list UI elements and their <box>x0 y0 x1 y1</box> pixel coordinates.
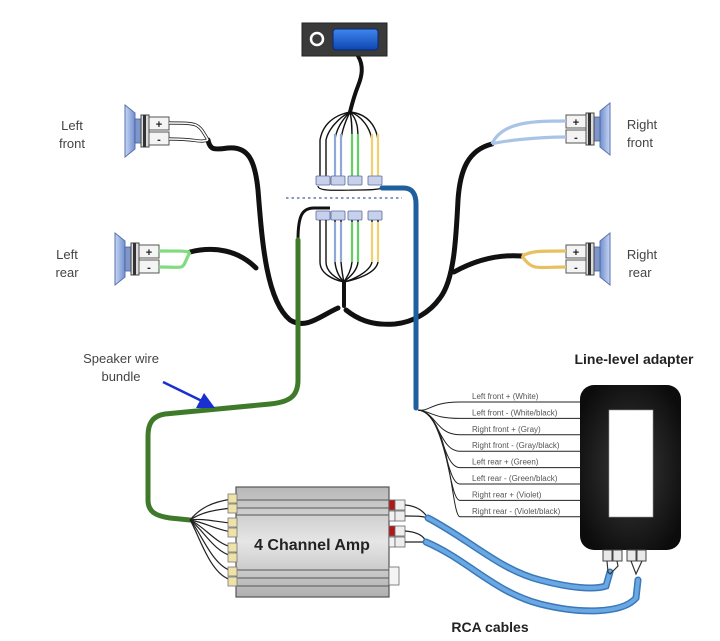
amp-speaker-bundle <box>145 237 301 523</box>
callout-arrowhead-icon <box>196 393 215 408</box>
right-front-label: Right <box>627 117 658 132</box>
switch-cable <box>348 54 364 114</box>
amp-label: 4 Channel Amp <box>254 537 370 554</box>
rca-cables <box>422 514 642 615</box>
line-level-adapter-label: Line-level adapter <box>574 351 694 367</box>
adapter-input-wires: Left front + (White) Left front - (White/… <box>417 392 582 518</box>
plus-icon: + <box>573 117 579 129</box>
speaker-lead-outline <box>490 119 567 146</box>
lower-harness <box>296 206 383 283</box>
left-rear-speaker: +- <box>114 231 192 287</box>
amp-rca-inputs <box>388 499 406 586</box>
plus-icon: + <box>156 119 162 131</box>
adapter-input-label: Left rear + (Green) <box>472 458 539 467</box>
speaker-cone-icon <box>599 101 611 157</box>
right-front-cable <box>343 141 495 327</box>
left-rear-cable <box>187 246 259 271</box>
left-front-speaker: +- <box>124 103 210 159</box>
right-rear-label: Right <box>627 247 658 262</box>
speaker-bundle-label-2: bundle <box>101 369 140 384</box>
right-front-label-2: front <box>627 135 653 150</box>
left-rear-wire-strand <box>350 134 360 176</box>
speaker-lead-wire <box>521 250 567 269</box>
rca-cables-label: RCA cables <box>451 619 529 635</box>
speaker-lead-wire <box>491 120 567 145</box>
right-rear-speaker: +- <box>520 231 611 287</box>
minus-icon: - <box>157 134 161 146</box>
left-rear-label: Left <box>56 247 78 262</box>
speakers: +-+-+-+- <box>114 101 611 287</box>
speaker-labels: Left front Left rear Right front Right r… <box>55 117 657 280</box>
speaker-lead-wire <box>158 250 191 269</box>
minus-icon: - <box>574 262 578 274</box>
line-level-adapter: Line-level adapter <box>574 351 694 576</box>
callout-arrow-icon <box>162 380 205 404</box>
right-front-speaker: +- <box>490 101 611 157</box>
remote-wire <box>379 185 419 411</box>
upper-harness <box>315 111 387 191</box>
adapter-input-wire <box>417 409 582 501</box>
left-rear-label-2: rear <box>55 265 79 280</box>
remote-switch <box>301 22 388 57</box>
left-front-label-2: front <box>59 136 85 151</box>
speaker-bundle-callout: Speaker wire bundle <box>83 351 215 408</box>
left-front-label: Left <box>61 118 83 133</box>
plus-icon: + <box>573 247 579 259</box>
speaker-cone-icon <box>124 103 136 159</box>
adapter-input-label: Right rear + (Violet) <box>472 490 542 499</box>
speaker-lead-outline <box>158 249 192 269</box>
adapter-input-label: Right rear - (Violet/black) <box>472 507 561 516</box>
speaker-cone-icon <box>599 231 611 287</box>
adapter-input-label: Left rear - (Green/black) <box>472 474 558 483</box>
switch-button <box>332 28 379 51</box>
left-front-cable <box>205 137 341 326</box>
adapter-input-label: Left front + (White) <box>472 392 539 401</box>
right-rear-label-2: rear <box>628 265 652 280</box>
speaker-cone-icon <box>114 231 126 287</box>
amp-input-fan <box>189 498 233 581</box>
adapter-input-wire <box>417 409 582 518</box>
minus-icon: - <box>147 262 151 274</box>
right-rear-cable <box>451 253 525 275</box>
amp-input-terminals <box>227 493 238 587</box>
switch-indicator-ring <box>309 31 325 47</box>
minus-icon: - <box>574 132 578 144</box>
plus-icon: + <box>146 247 152 259</box>
right-front-wire-strand <box>333 134 343 176</box>
adapter-input-label: Right front - (Gray/black) <box>472 441 560 450</box>
speaker-lead-wire <box>168 122 209 142</box>
speaker-bundle-label: Speaker wire <box>83 351 159 366</box>
adapter-input-label: Right front + (Gray) <box>472 425 541 434</box>
amplifier: 4 Channel Amp <box>227 486 406 598</box>
adapter-input-label: Left front - (White/black) <box>472 408 558 417</box>
right-rear-wire-strand <box>370 134 380 176</box>
